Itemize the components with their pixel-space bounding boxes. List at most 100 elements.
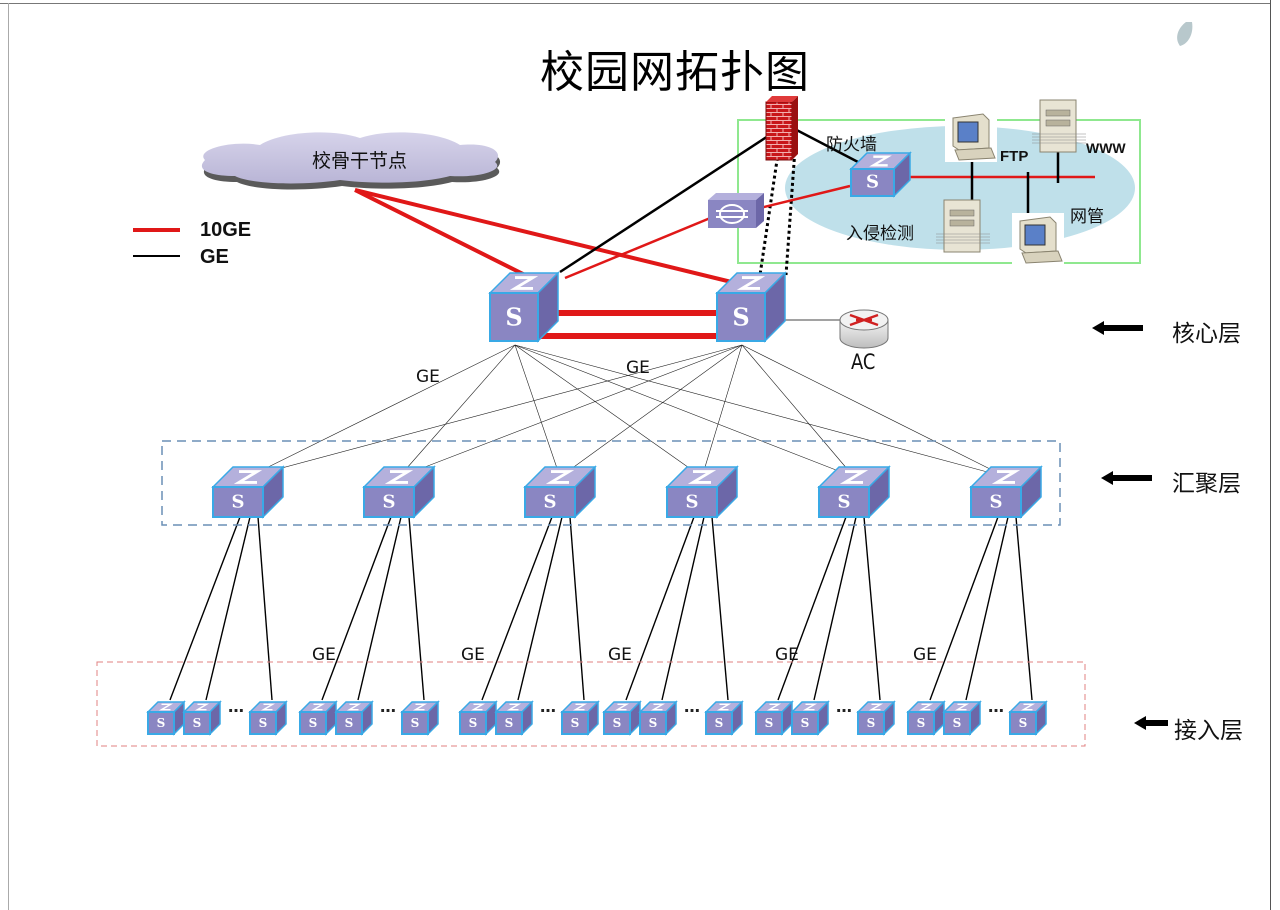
switch-glyph: S bbox=[505, 716, 514, 730]
arrow-icon bbox=[1101, 471, 1152, 485]
link-ge bbox=[965, 516, 1009, 701]
switch-glyph: S bbox=[259, 716, 268, 730]
switch-top-icon bbox=[572, 703, 588, 711]
switch-glyph: S bbox=[232, 491, 245, 512]
access-switch: S bbox=[638, 700, 678, 736]
page-border-right bbox=[1270, 0, 1271, 910]
switch-top-icon bbox=[233, 470, 263, 484]
link-ge bbox=[205, 516, 251, 701]
access-switch: S bbox=[856, 700, 896, 736]
ellipsis-indicator: … bbox=[988, 697, 1004, 716]
nms-pc-icon bbox=[1012, 213, 1064, 265]
access-switch: S bbox=[334, 700, 374, 736]
ids-server-icon bbox=[936, 199, 990, 253]
switch-top-icon bbox=[412, 703, 428, 711]
link-ge bbox=[514, 344, 1007, 478]
switch-top-icon bbox=[869, 155, 892, 167]
ellipsis-indicator: … bbox=[540, 697, 556, 716]
switch-top-icon bbox=[310, 703, 326, 711]
access-switch: S bbox=[754, 700, 794, 736]
switch-glyph: S bbox=[732, 303, 749, 332]
switch-top-icon bbox=[545, 470, 575, 484]
ellipsis-indicator: … bbox=[228, 697, 244, 716]
switch-top-icon bbox=[716, 703, 732, 711]
ids-label: 入侵检测 bbox=[846, 224, 914, 244]
switch-top-icon bbox=[509, 276, 539, 290]
page-title: 校园网拓扑图 bbox=[540, 47, 810, 98]
switch-top-icon bbox=[991, 470, 1021, 484]
switch-glyph: S bbox=[838, 491, 851, 512]
link-ge bbox=[661, 516, 705, 701]
link-ge bbox=[711, 516, 729, 701]
ftp-pc-icon bbox=[945, 110, 997, 162]
server-zone-border bbox=[737, 119, 1141, 264]
link-10ge bbox=[564, 212, 721, 280]
link-ge bbox=[569, 516, 585, 701]
core-switch: S bbox=[715, 271, 787, 343]
switch-top-icon bbox=[650, 703, 666, 711]
access-link-label: GE bbox=[461, 645, 485, 665]
access-switch: S bbox=[494, 700, 534, 736]
leaf-icon bbox=[1177, 22, 1193, 46]
switch-top-icon bbox=[918, 703, 934, 711]
ellipsis-indicator: … bbox=[836, 697, 852, 716]
access-switch: S bbox=[704, 700, 744, 736]
link-ge bbox=[398, 344, 743, 478]
link-ge bbox=[321, 516, 392, 701]
aggregation-switch: S bbox=[969, 465, 1043, 519]
link-ge bbox=[701, 344, 743, 478]
www-server-icon bbox=[1032, 99, 1086, 153]
aggregation-layer-box bbox=[161, 440, 1061, 526]
switch-glyph: S bbox=[686, 491, 699, 512]
switch-top-icon bbox=[506, 703, 522, 711]
switch-glyph: S bbox=[383, 491, 396, 512]
link-ge bbox=[247, 344, 743, 478]
access-switch: S bbox=[790, 700, 830, 736]
switch-top-icon bbox=[839, 470, 869, 484]
core-link-label: GE bbox=[416, 367, 440, 387]
switch-glyph: S bbox=[649, 716, 658, 730]
layer-label-core: 核心层 bbox=[1172, 321, 1241, 347]
access-switch: S bbox=[182, 700, 222, 736]
access-switch: S bbox=[298, 700, 338, 736]
access-switch: S bbox=[906, 700, 946, 736]
link-10ge bbox=[759, 184, 851, 210]
switch-glyph: S bbox=[544, 491, 557, 512]
link-ge bbox=[481, 516, 553, 701]
switch-top-icon bbox=[1020, 703, 1036, 711]
switch-top-icon bbox=[470, 703, 486, 711]
access-switch: S bbox=[146, 700, 186, 736]
link-10ge bbox=[354, 188, 546, 287]
switch-glyph: S bbox=[866, 171, 879, 192]
firewall-icon bbox=[765, 101, 793, 161]
page-border-top bbox=[0, 3, 1270, 4]
server-zone-switch: S bbox=[849, 151, 912, 198]
switch-glyph: S bbox=[715, 716, 724, 730]
link-ge bbox=[786, 123, 859, 164]
link-ge bbox=[863, 516, 881, 701]
ac-router-icon bbox=[839, 309, 889, 349]
link-ge bbox=[169, 516, 241, 701]
switch-top-icon bbox=[384, 470, 414, 484]
switch-top-icon bbox=[260, 703, 276, 711]
ftp-label: FTP bbox=[1000, 148, 1029, 165]
link-ge bbox=[247, 344, 516, 478]
legend-ge-label: GE bbox=[200, 246, 229, 268]
link-10ge bbox=[354, 188, 753, 289]
core-switch: S bbox=[488, 271, 560, 343]
access-switch: S bbox=[400, 700, 440, 736]
link-ge bbox=[559, 123, 786, 274]
switch-top-icon bbox=[346, 703, 362, 711]
access-switch: S bbox=[458, 700, 498, 736]
switch-top-icon bbox=[158, 703, 174, 711]
access-link-label: GE bbox=[608, 645, 632, 665]
access-link-label: GE bbox=[775, 645, 799, 665]
access-switch: S bbox=[1008, 700, 1048, 736]
switch-glyph: S bbox=[917, 716, 926, 730]
switch-top-icon bbox=[954, 703, 970, 711]
switch-top-icon bbox=[614, 703, 630, 711]
link-ge bbox=[514, 344, 561, 478]
switch-top-icon bbox=[687, 470, 717, 484]
